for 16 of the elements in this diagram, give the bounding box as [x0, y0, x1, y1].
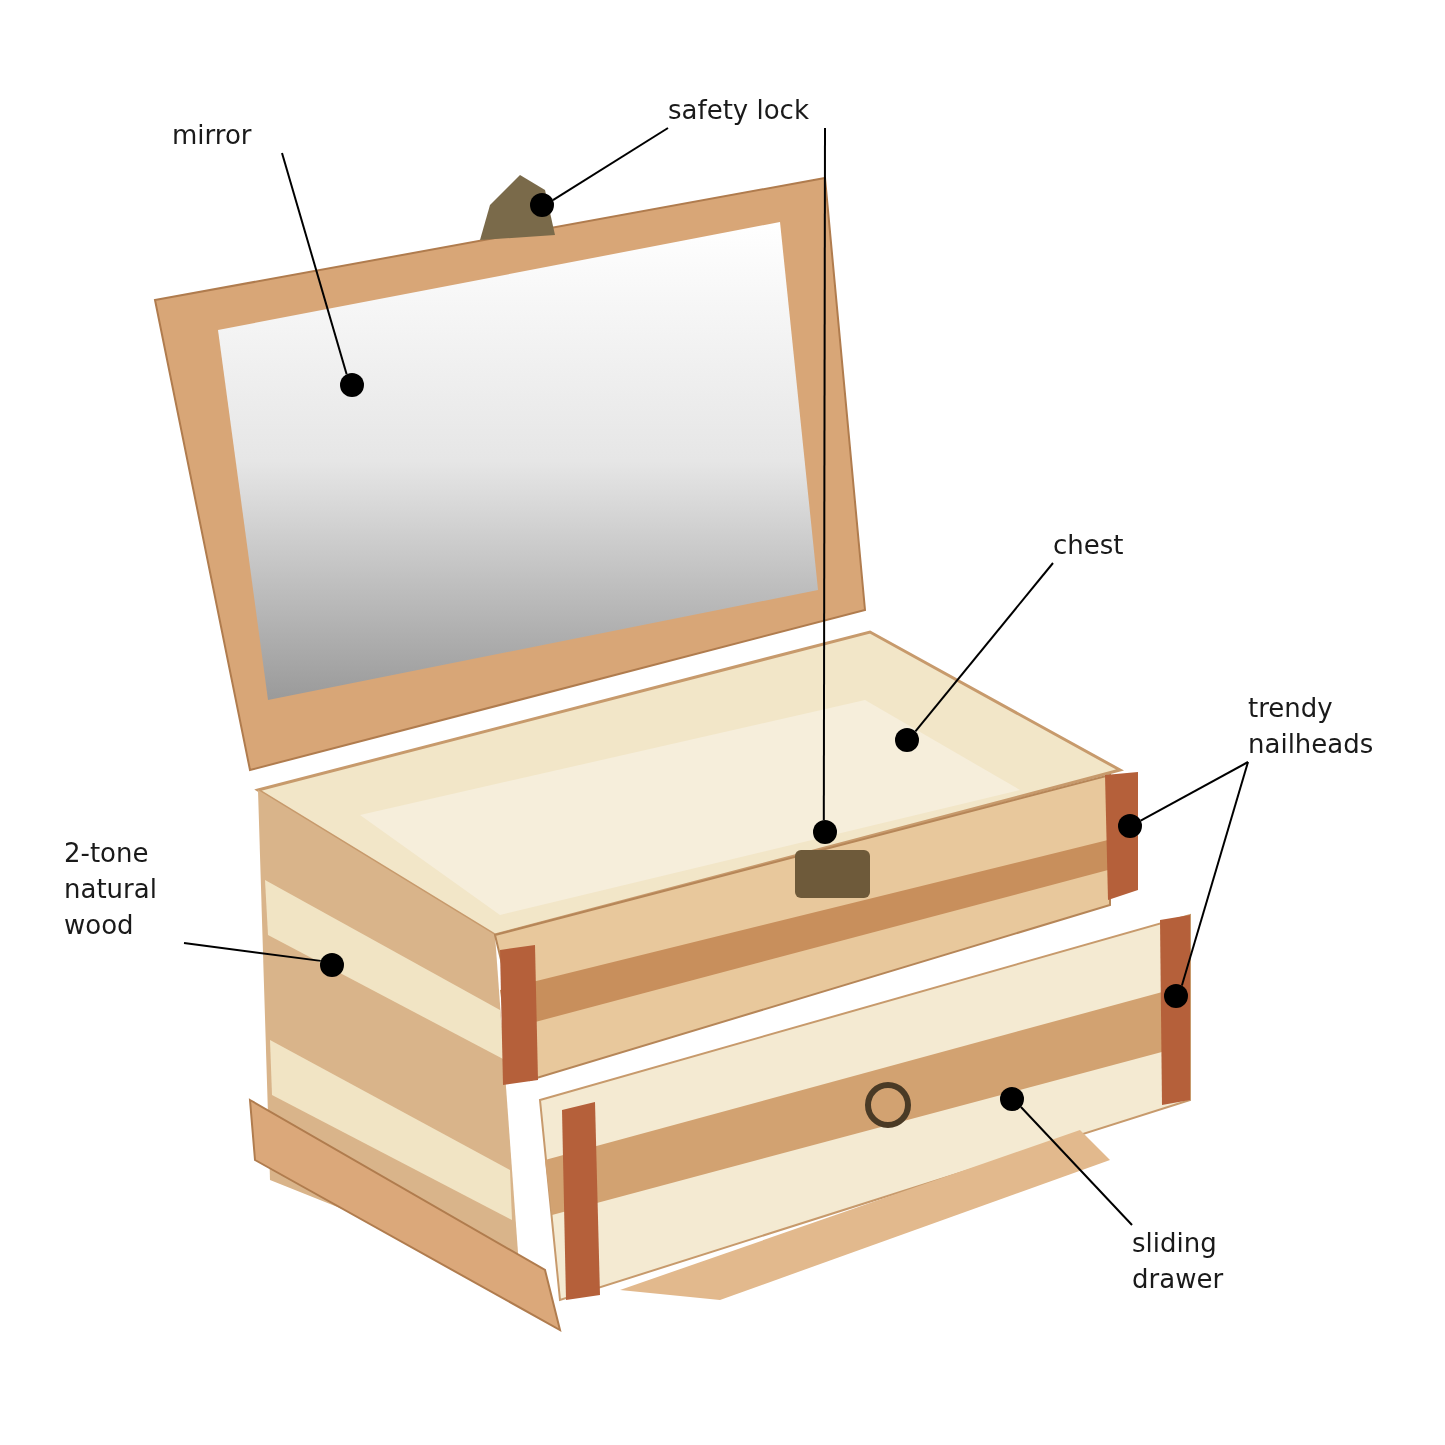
callout-dot — [1118, 814, 1142, 838]
leader-line — [1019, 1106, 1133, 1226]
leader-line — [914, 562, 1054, 733]
callout-label: sliding drawer — [1132, 1225, 1252, 1297]
leader-line — [551, 127, 669, 202]
callout-label: mirror — [172, 117, 282, 153]
callout-dot — [530, 193, 554, 217]
leader-line — [822, 127, 826, 822]
callout-label: chest — [1053, 527, 1143, 563]
callout-label: trendy nailheads — [1248, 690, 1408, 762]
leader-line — [183, 942, 322, 962]
callout-label: 2-tone natural wood — [64, 835, 184, 943]
leader-line — [1139, 761, 1249, 822]
leader-line — [281, 152, 348, 376]
leader-line — [1180, 761, 1249, 987]
callout-label: safety lock — [668, 92, 838, 128]
